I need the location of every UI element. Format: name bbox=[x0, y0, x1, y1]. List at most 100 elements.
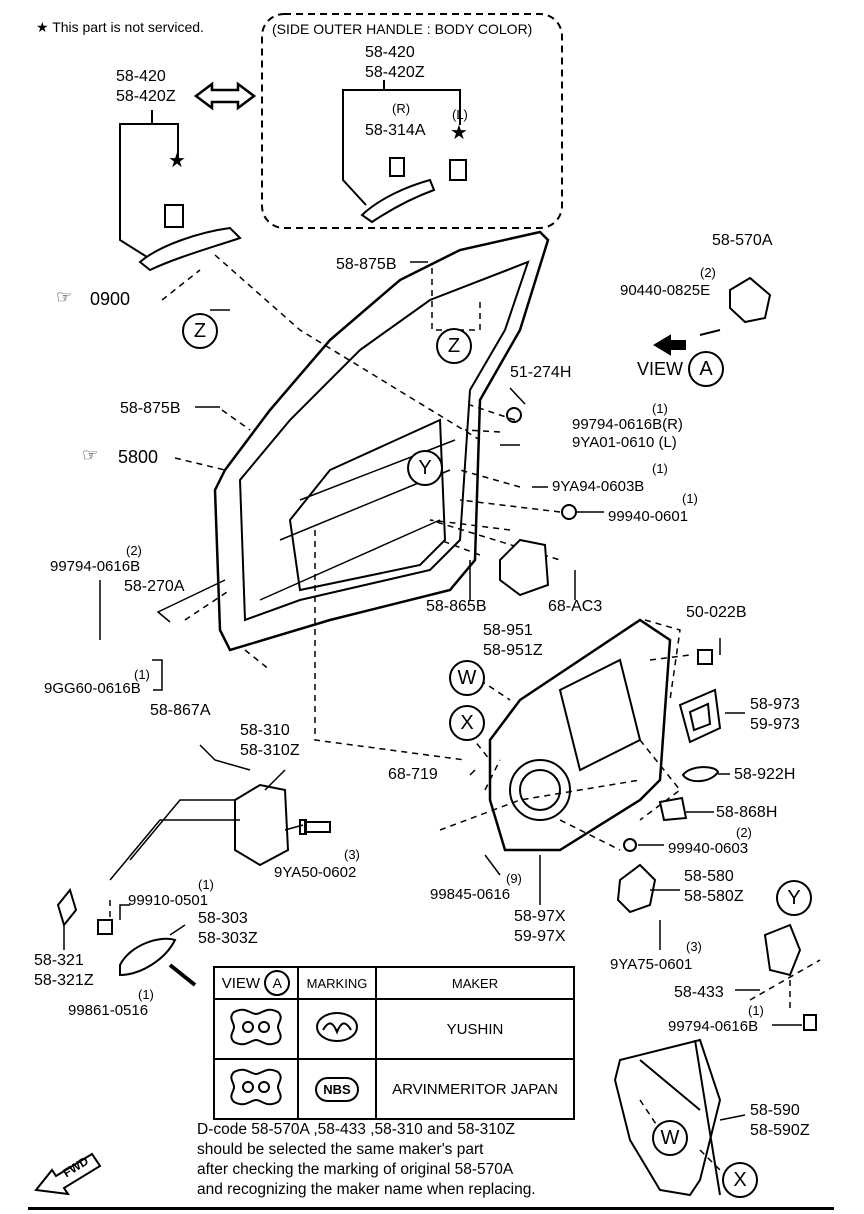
qty-99794-r: (1) bbox=[652, 401, 668, 416]
note-line-3: after checking the marking of original 5… bbox=[197, 1161, 514, 1178]
label-58-303: 58-303 bbox=[198, 910, 248, 927]
qty-99794-c: (1) bbox=[748, 1003, 764, 1018]
fwd-arrow-icon bbox=[34, 1152, 102, 1196]
label-99910-0501: 99910-0501 bbox=[128, 892, 209, 909]
label-58-590: 58-590 bbox=[750, 1102, 800, 1119]
outer-handle-left bbox=[138, 226, 242, 272]
star-icon: ★ bbox=[168, 150, 186, 172]
label-59-973: 59-973 bbox=[750, 716, 800, 733]
label-9gg60-0616b: 9GG60-0616B bbox=[44, 680, 141, 697]
bracket-shape-yushin bbox=[213, 998, 299, 1060]
replacement-note: D-code 58-570A ,58-433 ,58-310 and 58-31… bbox=[197, 1120, 617, 1200]
callout-w-regulator: W bbox=[652, 1120, 688, 1156]
label-58-310z: 58-310Z bbox=[240, 742, 300, 759]
label-58-314a: 58-314A bbox=[365, 122, 426, 139]
nbs-mark: NBS bbox=[297, 1058, 377, 1120]
label-68-719: 68-719 bbox=[388, 766, 438, 783]
label-68-ac3: 68-AC3 bbox=[548, 598, 603, 615]
qty-9ya75: (3) bbox=[686, 939, 702, 954]
label-58-868h: 58-868H bbox=[716, 804, 778, 821]
plug-58-922h bbox=[681, 766, 720, 783]
label-58-310: 58-310 bbox=[240, 722, 290, 739]
label-58-922h: 58-922H bbox=[734, 766, 796, 783]
qty-99861: (1) bbox=[138, 987, 154, 1002]
cap-58-868h bbox=[658, 796, 688, 822]
bracket-outline-icon bbox=[230, 1068, 282, 1106]
qty-9ya94: (1) bbox=[652, 461, 668, 476]
qty-99794-left: (2) bbox=[126, 543, 142, 558]
label-99940-0601: 99940-0601 bbox=[608, 508, 689, 525]
label-58-580z: 58-580Z bbox=[684, 888, 744, 905]
maker-table: VIEW A MARKING MAKER YUSHIN bbox=[213, 966, 575, 1120]
maker-arvinmeritor: ARVINMERITOR JAPAN bbox=[375, 1058, 575, 1120]
label-58-875b-top: 58-875B bbox=[336, 256, 397, 273]
label-9ya50-0602: 9YA50-0602 bbox=[274, 864, 357, 881]
label-51-274h: 51-274H bbox=[510, 364, 572, 381]
note-line-4: and recognizing the maker name when repl… bbox=[197, 1181, 536, 1198]
hand-pointer-icon: ☞ bbox=[82, 445, 99, 465]
label-58-867a: 58-867A bbox=[150, 702, 211, 719]
label-box-58-420z: 58-420Z bbox=[365, 64, 425, 81]
qty-9gg60: (1) bbox=[134, 667, 150, 682]
label-58-303z: 58-303Z bbox=[198, 930, 258, 947]
maker-yushin: YUSHIN bbox=[375, 998, 575, 1060]
label-5800: 5800 bbox=[118, 447, 159, 467]
callout-z-left: Z bbox=[182, 313, 218, 349]
label-99794-0616b-c: 99794-0616B bbox=[668, 1018, 759, 1035]
latch-58-580 bbox=[616, 863, 657, 914]
bracket-shape-arvinmeritor bbox=[213, 1058, 299, 1120]
outer-handle-box-title: (SIDE OUTER HANDLE : BODY COLOR) bbox=[272, 21, 533, 37]
label-58-321z: 58-321Z bbox=[34, 972, 94, 989]
label-90440-0825e: 90440-0825E bbox=[620, 282, 711, 299]
label-9ya75-0601: 9YA75-0601 bbox=[610, 956, 693, 973]
nbs-mark-text: NBS bbox=[315, 1076, 359, 1102]
rod-58-321 bbox=[56, 887, 78, 928]
callout-z-right: Z bbox=[436, 328, 472, 364]
arrow-view-a-icon bbox=[653, 334, 686, 356]
bracket-outline-icon bbox=[230, 1008, 282, 1046]
callout-x-carrier: X bbox=[449, 705, 485, 741]
bezel-58-303 bbox=[119, 937, 177, 977]
label-box-58-420: 58-420 bbox=[365, 44, 415, 61]
label-58-875b-left: 58-875B bbox=[120, 400, 181, 417]
maker-table-view-header: VIEW A bbox=[213, 966, 299, 1000]
outer-handle-box-part bbox=[360, 178, 436, 224]
label-58-420z: 58-420Z bbox=[116, 88, 176, 105]
maker-table-marking-header: MARKING bbox=[297, 966, 377, 1000]
bottom-rule bbox=[28, 1207, 834, 1210]
label-view: VIEW bbox=[637, 359, 684, 379]
label-58-570a: 58-570A bbox=[712, 232, 773, 249]
label-58-951z: 58-951Z bbox=[483, 642, 543, 659]
label-9ya01-0610-l: 9YA01-0610 (L) bbox=[572, 434, 677, 451]
label-99794-0616b-r: 99794-0616B(R) bbox=[572, 416, 683, 433]
label-50-022b: 50-022B bbox=[686, 604, 747, 621]
callout-a-view: A bbox=[688, 351, 724, 387]
bracket-58-570a bbox=[729, 276, 772, 324]
window-regulator-58-590 bbox=[613, 1038, 722, 1197]
view-header-text: VIEW bbox=[221, 975, 261, 992]
label-58-321: 58-321 bbox=[34, 952, 84, 969]
callout-w-carrier: W bbox=[449, 660, 485, 696]
label-59-97x: 59-97X bbox=[514, 928, 566, 945]
label-99861-0516: 99861-0516 bbox=[68, 1002, 149, 1019]
qty-99910: (1) bbox=[198, 877, 214, 892]
label-99845-0616: 99845-0616 bbox=[430, 886, 511, 903]
not-serviced-legend: ★ This part is not serviced. bbox=[36, 19, 204, 35]
outer-handle-box bbox=[261, 13, 563, 229]
label-58-951: 58-951 bbox=[483, 622, 533, 639]
label-58-580: 58-580 bbox=[684, 868, 734, 885]
label-58-865b: 58-865B bbox=[426, 598, 487, 615]
double-arrow-icon bbox=[193, 81, 257, 111]
qty-99940-0603: (2) bbox=[736, 825, 752, 840]
label-99940-0603: 99940-0603 bbox=[668, 840, 749, 857]
callout-y-door: Y bbox=[407, 450, 443, 486]
striker-58-433 bbox=[763, 923, 802, 977]
maker-table-maker-header: MAKER bbox=[375, 966, 575, 1000]
label-r: (R) bbox=[392, 101, 411, 116]
label-58-420: 58-420 bbox=[116, 68, 166, 85]
view-header-circle: A bbox=[264, 970, 291, 996]
label-58-270a: 58-270A bbox=[124, 578, 185, 595]
qty-90440: (2) bbox=[700, 265, 716, 280]
callout-x-regulator: X bbox=[722, 1162, 758, 1198]
